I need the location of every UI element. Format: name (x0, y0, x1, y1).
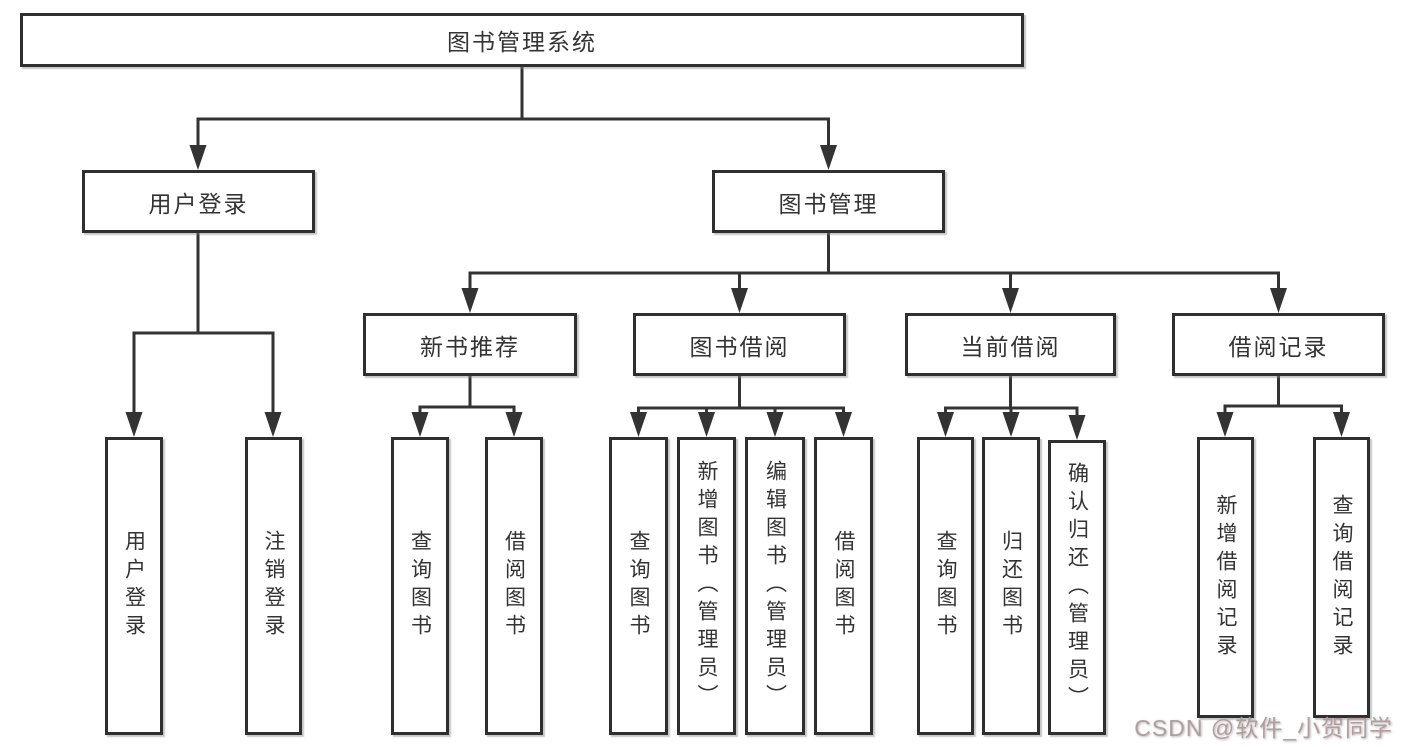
arrowhead-icon (1002, 412, 1020, 437)
arrowhead-icon (766, 412, 784, 437)
arrowhead-icon (1333, 412, 1350, 437)
diagram-node-label-logout: 注销登录 (262, 530, 285, 642)
arrowhead-icon (820, 145, 837, 170)
arrowhead-icon (1002, 288, 1019, 313)
diagram-node-label-rec-borrow-book: 借阅图书 (502, 530, 526, 642)
watermark: CSDN @软件_小贺同学 (1134, 715, 1393, 741)
diagram-node-book-mgmt: 图书管理 (712, 170, 945, 233)
diagram-node-cur-confirm-return: 确认归还（管理员） (1048, 440, 1106, 735)
diagram-node-cur-query-book: 查询图书 (917, 437, 974, 735)
arrowhead-icon (189, 145, 207, 170)
diagram-node-label-user-login: 用户登录 (122, 530, 146, 642)
diagram-node-current-borrow: 当前借阅 (905, 313, 1116, 376)
diagram-node-label-book-mgmt: 图书管理 (778, 190, 879, 217)
diagram-node-rec2-query-record: 查询借阅记录 (1313, 437, 1370, 718)
diagram-node-label-book-borrow: 图书借阅 (689, 333, 790, 360)
diagram-node-rec2-add-record: 新增借阅记录 (1197, 437, 1254, 718)
arrowhead-icon (125, 412, 143, 437)
diagram-node-label-borrow-records: 借阅记录 (1228, 333, 1329, 360)
diagram-node-borrow-query-book: 查询图书 (609, 437, 668, 735)
diagram-node-book-borrow: 图书借阅 (633, 313, 846, 376)
diagram-node-new-book-rec: 新书推荐 (363, 313, 577, 376)
arrowhead-icon (731, 288, 748, 313)
diagram-node-label-borrow-add-book: 新增图书（管理员） (695, 460, 718, 712)
diagram-node-rec-borrow-book: 借阅图书 (485, 437, 543, 735)
diagram-node-label-user-login-group: 用户登录 (148, 190, 249, 217)
arrowhead-icon (698, 412, 715, 437)
diagram-node-rec-query-book: 查询图书 (391, 437, 449, 735)
arrowhead-icon (264, 412, 282, 437)
arrowhead-icon (630, 412, 647, 437)
diagram-node-label-cur-query-book: 查询图书 (934, 530, 957, 642)
diagram-node-user-login: 用户登录 (105, 437, 163, 735)
diagram-node-cur-return-book: 归还图书 (982, 437, 1040, 735)
arrowhead-icon (411, 412, 429, 437)
arrowhead-icon (1068, 415, 1086, 440)
diagram-node-label-rec2-add-record: 新增借阅记录 (1214, 493, 1237, 662)
diagram-node-label-rec2-query-record: 查询借阅记录 (1330, 493, 1353, 662)
diagram-node-label-rec-query-book: 查询图书 (408, 530, 432, 642)
diagram-node-borrow-records: 借阅记录 (1172, 313, 1385, 376)
arrowhead-icon (835, 412, 852, 437)
diagram-node-root: 图书管理系统 (20, 13, 1024, 67)
diagram-node-borrow-borrow-book: 借阅图书 (814, 437, 873, 735)
diagram-node-user-login-group: 用户登录 (82, 170, 315, 233)
arrowhead-icon (937, 412, 954, 437)
arrowhead-icon (461, 288, 479, 313)
diagram-node-label-borrow-query-book: 查询图书 (627, 530, 650, 642)
diagram-node-logout: 注销登录 (245, 437, 302, 735)
arrowhead-icon (1216, 412, 1234, 437)
arrowhead-icon (1270, 288, 1287, 313)
diagram-node-label-new-book-rec: 新书推荐 (420, 333, 520, 360)
diagram-node-label-cur-return-book: 归还图书 (999, 530, 1023, 642)
diagram-node-label-borrow-edit-book: 编辑图书（管理员） (763, 460, 787, 712)
diagram-node-label-root: 图书管理系统 (447, 29, 597, 55)
diagram-node-borrow-edit-book: 编辑图书（管理员） (745, 437, 805, 735)
diagram-node-borrow-add-book: 新增图书（管理员） (677, 437, 736, 735)
arrowhead-icon (505, 412, 523, 437)
diagram-node-label-current-borrow: 当前借阅 (960, 333, 1061, 360)
diagram-node-label-cur-confirm-return: 确认归还（管理员） (1065, 461, 1089, 714)
diagram-node-label-borrow-borrow-book: 借阅图书 (832, 530, 855, 642)
